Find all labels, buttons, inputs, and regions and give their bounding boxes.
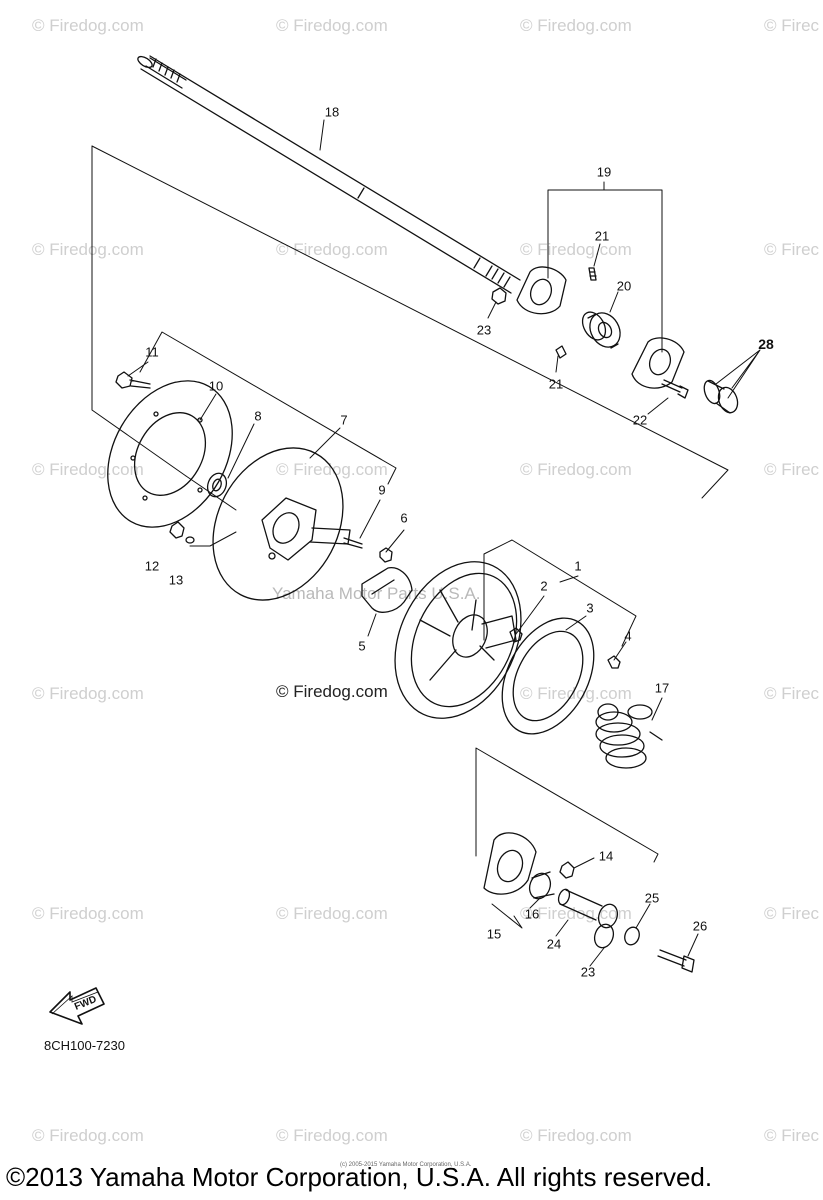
callout-13: 13	[168, 572, 184, 588]
gasket-5	[361, 567, 413, 613]
sleeve-25	[557, 888, 603, 921]
bolt-27	[657, 949, 695, 973]
callout-6: 6	[400, 510, 408, 526]
callout-19: 19	[596, 164, 612, 180]
assembly-bracket	[91, 145, 729, 511]
callout-21-bottom: 21	[548, 376, 564, 392]
sheave-7	[212, 447, 351, 601]
housing-15	[483, 832, 537, 895]
site-credit: © Firedog.com	[276, 682, 388, 701]
callout-24: 23	[580, 964, 596, 980]
tiny-copyright: (c) 2005-2015 Yamaha Motor Corporation, …	[340, 1162, 472, 1168]
pin-9	[343, 537, 363, 549]
screw-4	[607, 655, 621, 669]
callout-28: 28	[758, 336, 774, 352]
callout-21-top: 21	[594, 228, 610, 244]
callout-25: 24	[546, 936, 562, 952]
watermark: © Firedog.com	[32, 16, 144, 35]
watermark: © Firec	[764, 904, 820, 923]
nut-23	[491, 287, 507, 305]
watermark: © Firec	[764, 240, 820, 259]
callout-1: 1	[574, 558, 582, 574]
watermark: © Firec	[764, 684, 820, 703]
brake-disc-10	[107, 380, 233, 528]
fwd-arrow-icon: FWD	[49, 987, 105, 1025]
sheave-1	[394, 561, 522, 719]
callout-17: 17	[654, 680, 670, 696]
watermark: © Firedog.com	[32, 1126, 144, 1145]
callout-9: 9	[378, 482, 386, 498]
group-1-bracket	[483, 539, 637, 647]
watermark: © Firedog.com	[276, 16, 388, 35]
part-28	[703, 379, 739, 414]
watermark: © Firedog.com	[276, 460, 388, 479]
callout-8: 8	[254, 408, 262, 424]
callout-15: 15	[486, 926, 502, 942]
callout-18: 18	[324, 104, 340, 120]
bushings-24	[593, 903, 619, 949]
watermark: © Firedog.com	[520, 16, 632, 35]
bolt-2	[509, 627, 523, 643]
lower-bracket	[475, 747, 659, 929]
watermark: © Firedog.com	[520, 684, 632, 703]
group-10-bracket	[139, 331, 397, 485]
watermark: © Firec	[764, 460, 820, 479]
diagram-code: 8CH100-7230	[44, 1038, 125, 1053]
watermark: © Firedog.com	[520, 1126, 632, 1145]
callout-16: 16	[524, 906, 540, 922]
nut-14	[559, 861, 575, 879]
callout-5: 5	[358, 638, 366, 654]
disc-3	[501, 617, 595, 735]
nut-6	[379, 547, 393, 563]
bolt-11	[115, 371, 151, 389]
callout-11: 11	[145, 344, 159, 360]
callout-12: 12	[144, 558, 160, 574]
watermark: © Firedog.com	[520, 460, 632, 479]
bushing-16	[528, 871, 555, 900]
washer-26	[624, 926, 640, 946]
callout-2: 2	[540, 578, 548, 594]
leader-lines	[127, 119, 761, 967]
watermark: © Firedog.com	[276, 904, 388, 923]
watermark: © Firedog.com	[32, 684, 144, 703]
watermark: © Firedog.com	[32, 904, 144, 923]
set-screw-21-bottom	[555, 345, 567, 359]
spring-17	[595, 703, 663, 769]
watermark: © Firedog.com	[32, 460, 144, 479]
watermark: © Firec	[764, 16, 820, 35]
callout-27: 26	[692, 918, 708, 934]
watermark: © Firedog.com	[520, 904, 632, 923]
watermark: © Firedog.com	[32, 240, 144, 259]
callout-26: 25	[644, 890, 660, 906]
callout-7: 7	[340, 412, 348, 428]
callout-4: 4	[624, 628, 632, 644]
flange-plate-right	[631, 337, 685, 389]
washer-13	[185, 536, 195, 544]
set-screw-21-top	[588, 267, 597, 281]
bolt-22	[661, 379, 689, 399]
watermark: © Firedog.com	[276, 1126, 388, 1145]
group-19-bracket	[547, 181, 663, 353]
callout-10: 10	[208, 378, 224, 394]
copyright-notice: ©2013 Yamaha Motor Corporation, U.S.A. A…	[6, 1162, 713, 1192]
flange-plate-left	[516, 266, 567, 315]
callout-3: 3	[586, 600, 594, 616]
callout-14: 14	[598, 848, 614, 864]
callout-23: 23	[476, 322, 492, 338]
callout-22: 22	[632, 412, 648, 428]
center-watermark: Yamaha Motor Parts U.S.A.	[272, 584, 481, 603]
bearing-20	[581, 311, 621, 349]
bolt-12	[169, 521, 185, 539]
callout-20: 20	[616, 278, 632, 294]
seal-8	[206, 472, 228, 498]
shaft-18	[137, 55, 521, 294]
watermark: © Firec	[764, 1126, 820, 1145]
